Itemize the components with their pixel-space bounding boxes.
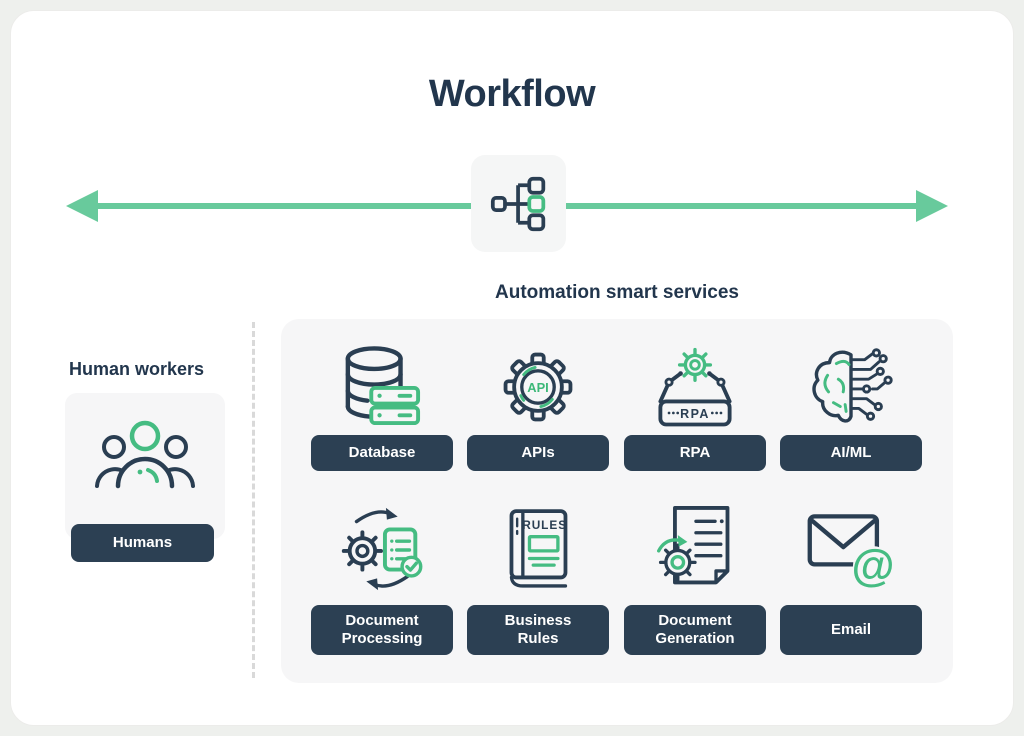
service-apis: API APIs [460, 343, 616, 471]
document-processing-button[interactable]: Document Processing [311, 605, 453, 655]
svg-text:API: API [527, 380, 548, 395]
api-gear-icon: API [496, 343, 580, 431]
svg-text:RULES: RULES [522, 518, 567, 532]
workflow-hub [471, 155, 566, 252]
arrow-right-icon [916, 190, 948, 222]
humans-icon [95, 420, 195, 489]
service-business-rules: RULES Business Rules [460, 499, 616, 655]
service-aiml: AI/ML [773, 343, 929, 471]
ai-brain-icon [806, 343, 896, 431]
service-document-generation: Document Generation [617, 499, 773, 655]
rules-book-icon: RULES [502, 501, 574, 597]
service-rpa: RPA RPA [617, 343, 773, 471]
page-title: Workflow [428, 73, 596, 115]
service-email: @ Email [773, 499, 929, 655]
humans-button[interactable]: Humans [71, 524, 214, 562]
svg-text:@: @ [852, 542, 895, 590]
automation-services-panel: Database [281, 319, 953, 683]
human-workers-card [65, 393, 225, 539]
document-processing-icon [333, 501, 431, 597]
hierarchy-icon [490, 176, 545, 231]
service-database: Database [304, 343, 460, 471]
document-generation-icon [652, 501, 738, 597]
email-icon: @ [804, 501, 898, 597]
human-workers-label: Human workers [69, 359, 205, 379]
document-generation-button[interactable]: Document Generation [624, 605, 766, 655]
database-button[interactable]: Database [311, 435, 453, 471]
email-button[interactable]: Email [780, 605, 922, 655]
business-rules-button[interactable]: Business Rules [467, 605, 609, 655]
aiml-button[interactable]: AI/ML [780, 435, 922, 471]
canvas-card: Workflow Automation smart services Human… [10, 10, 1014, 726]
service-document-processing: Document Processing [304, 499, 460, 655]
automation-section-label: Automation smart services [495, 282, 739, 303]
apis-button[interactable]: APIs [467, 435, 609, 471]
rpa-robot-icon: RPA [645, 343, 745, 431]
database-icon [342, 343, 422, 431]
dashed-divider [252, 322, 255, 678]
rpa-button[interactable]: RPA [624, 435, 766, 471]
svg-text:RPA: RPA [680, 407, 710, 421]
